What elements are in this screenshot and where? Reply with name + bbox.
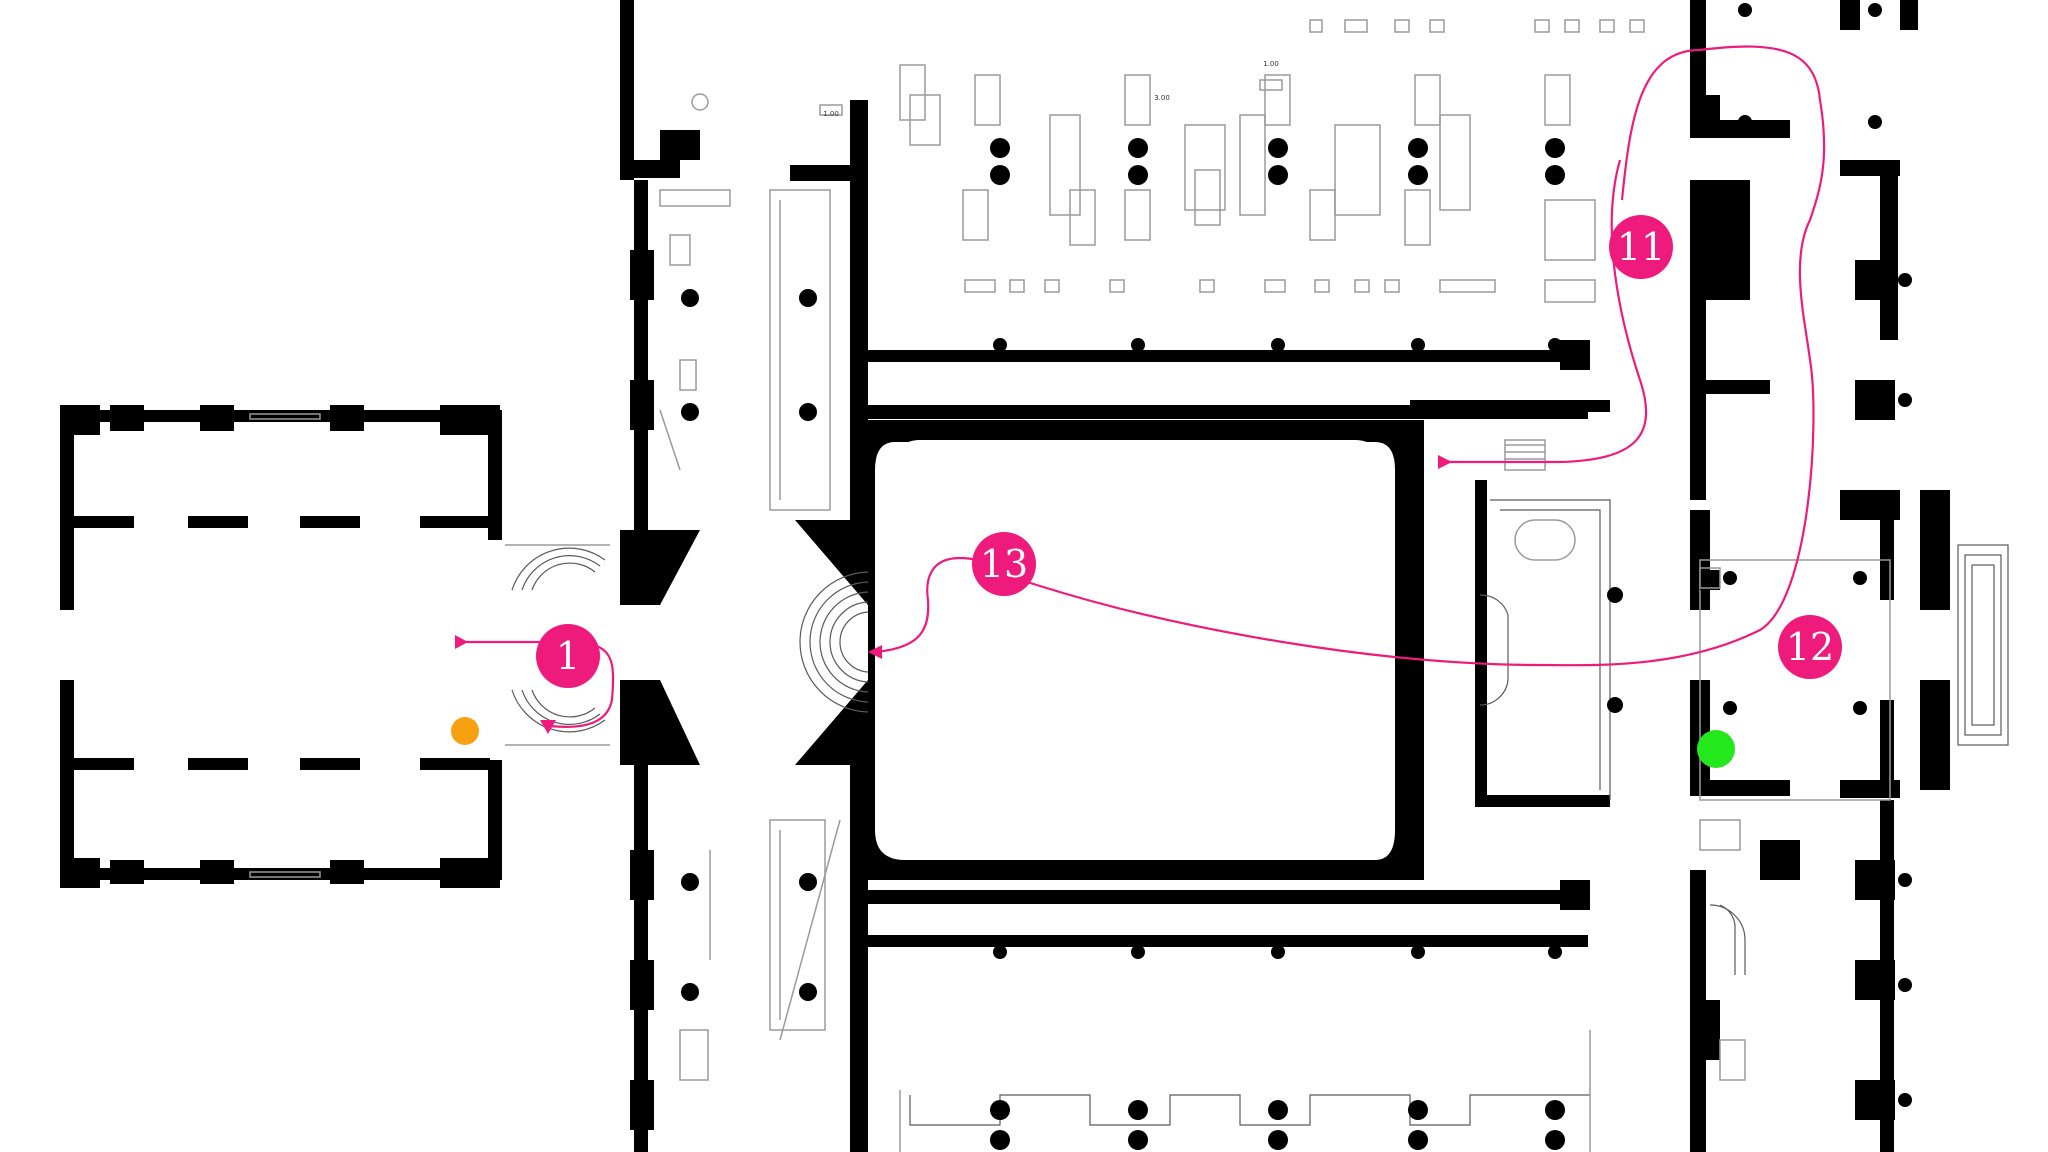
east-colonnade bbox=[1690, 0, 2009, 1152]
stop-11-badge[interactable]: 11 bbox=[1609, 215, 1673, 279]
stop-13-label: 13 bbox=[980, 542, 1028, 586]
stop-1-badge[interactable]: 1 bbox=[536, 624, 600, 688]
green-marker bbox=[1697, 730, 1735, 768]
stop-11-label: 11 bbox=[1617, 225, 1665, 269]
dimension-label: 3.00 bbox=[1154, 94, 1170, 102]
route-arrowhead bbox=[1438, 455, 1452, 469]
left-wing bbox=[60, 405, 502, 888]
dimension-label: 1.00 bbox=[1263, 60, 1279, 68]
east-block bbox=[1410, 340, 1623, 910]
west-corridor bbox=[620, 0, 869, 1152]
stop-12-label: 12 bbox=[1786, 625, 1834, 669]
north-hall: 1.00 1.00 3.00 bbox=[819, 19, 1645, 419]
stair-lobby bbox=[505, 530, 700, 765]
route-line bbox=[1440, 159, 1648, 464]
orange-marker bbox=[451, 717, 479, 745]
south-hall bbox=[868, 890, 1591, 1152]
route-arrowhead bbox=[540, 720, 556, 734]
stop-1-label: 1 bbox=[556, 634, 580, 678]
dimension-label: 1.00 bbox=[823, 110, 839, 118]
route-arrowhead bbox=[868, 645, 882, 659]
stop-13-badge[interactable]: 13 bbox=[972, 532, 1036, 596]
route-start-arrow bbox=[455, 635, 468, 649]
stop-12-badge[interactable]: 12 bbox=[1778, 615, 1842, 679]
